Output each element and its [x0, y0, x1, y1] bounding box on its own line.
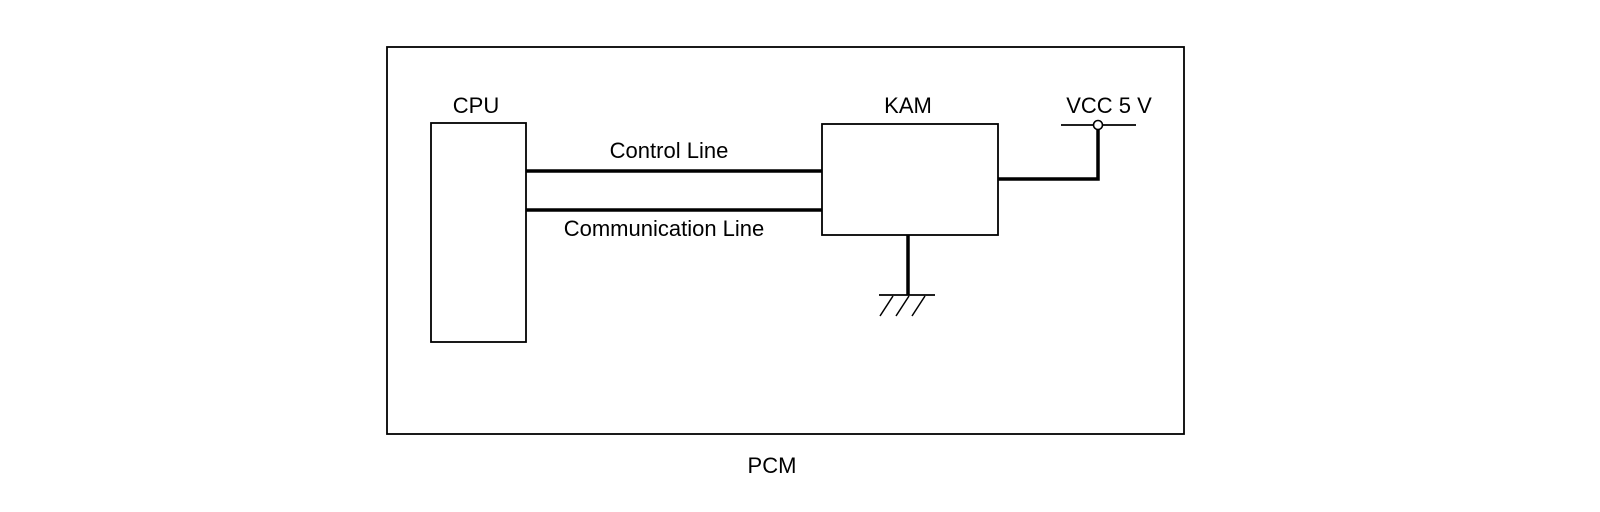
cpu-label: CPU: [453, 93, 499, 118]
kam-label: KAM: [884, 93, 932, 118]
supply-label: VCC 5 V: [1066, 93, 1152, 118]
cpu-block: [430, 122, 527, 343]
kam-block: [821, 123, 999, 236]
communication-line-label: Communication Line: [564, 216, 765, 241]
pcm-frame: [386, 46, 1185, 435]
ground-hatch: [879, 295, 926, 317]
pcm-label: PCM: [748, 453, 797, 478]
control-line-label: Control Line: [610, 138, 729, 163]
supply-wire: [998, 128, 1100, 181]
supply-terminal: [1092, 119, 1104, 131]
